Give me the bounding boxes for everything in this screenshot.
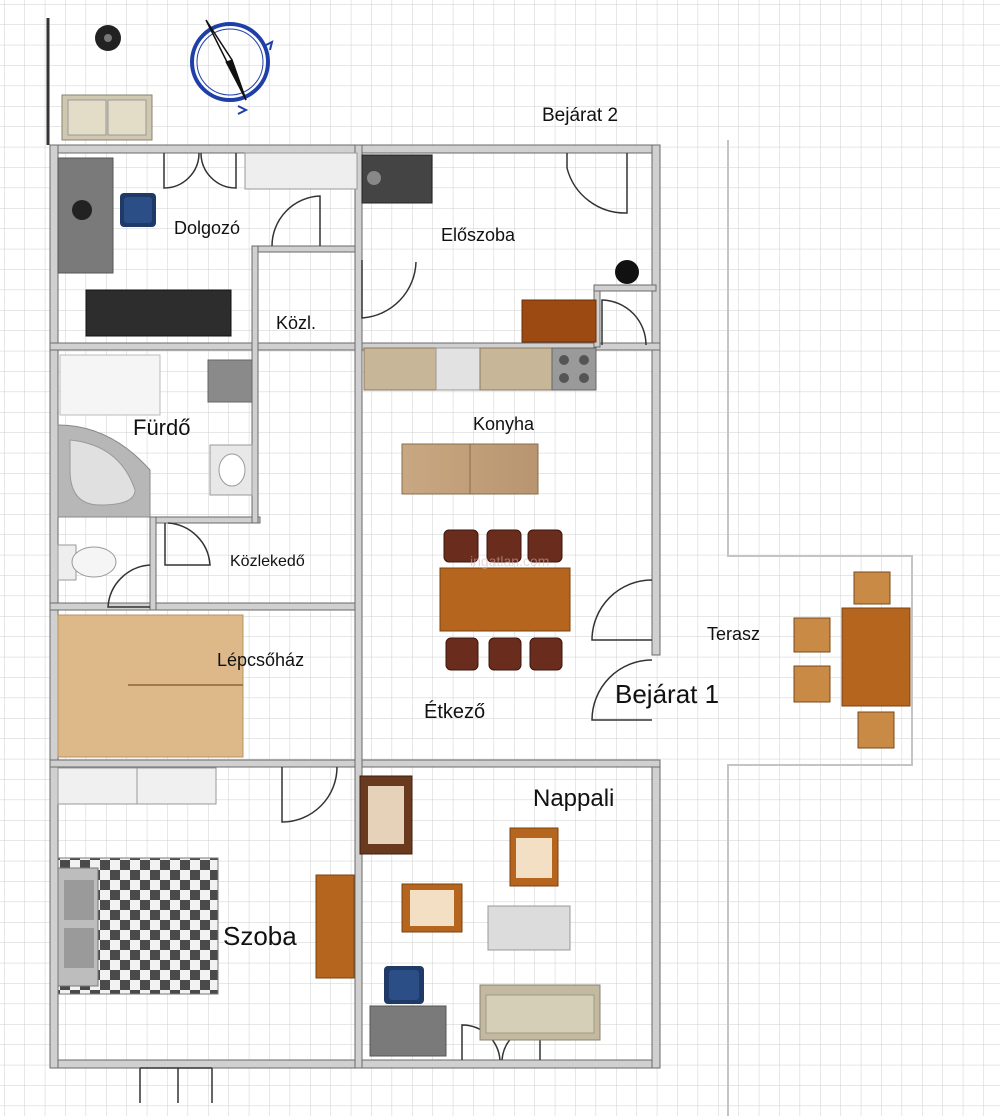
desk-nappali bbox=[369, 1005, 447, 1057]
wardrobe bbox=[85, 289, 232, 337]
dining-chairs bbox=[443, 529, 563, 671]
shelf bbox=[244, 152, 358, 190]
room-label-terasz: Terasz bbox=[707, 624, 760, 644]
room-label-kozlekedo: Közlekedő bbox=[230, 553, 305, 570]
outdoor-sofa bbox=[61, 94, 153, 141]
coffee-table bbox=[487, 905, 571, 951]
sink-icon bbox=[209, 444, 253, 496]
armchair-icon bbox=[509, 827, 559, 887]
terrace-outline bbox=[727, 140, 913, 1116]
armchair-2-icon bbox=[401, 883, 463, 933]
terrace-chairs bbox=[793, 571, 895, 749]
watermark: ingatlan.com bbox=[470, 553, 549, 569]
lamp-icon bbox=[72, 200, 92, 220]
office-chair-2-icon bbox=[384, 966, 424, 1004]
entrance-label-2: Bejárat 2 bbox=[542, 105, 618, 126]
compass-icon bbox=[190, 19, 274, 115]
bath-shelf bbox=[59, 354, 161, 416]
room-label-lepcsohaz: Lépcsőház bbox=[217, 650, 304, 670]
corner-bathtub-icon bbox=[57, 424, 151, 518]
dresser bbox=[315, 874, 355, 979]
room-label-etkezo: Étkező bbox=[424, 700, 485, 723]
sofa-icon bbox=[479, 984, 601, 1041]
room-label-furdo: Fürdő bbox=[133, 415, 190, 440]
entrance-label-1: Bejárat 1 bbox=[615, 679, 719, 709]
room-label-kozl: Közl. bbox=[276, 313, 316, 333]
terrace-table bbox=[841, 607, 911, 707]
room-label-szoba: Szoba bbox=[223, 921, 297, 951]
room-label-nappali: Nappali bbox=[533, 785, 614, 812]
boiler-icon bbox=[615, 260, 639, 284]
toilet-icon bbox=[57, 544, 117, 581]
dining-table bbox=[439, 567, 571, 632]
room-label-dolgozo: Dolgozó bbox=[174, 218, 240, 238]
walls bbox=[49, 144, 661, 1069]
shoe-cabinet bbox=[521, 299, 597, 343]
room-label-eloszoba: Előszoba bbox=[441, 225, 516, 245]
stove-burner-icon bbox=[367, 171, 381, 185]
door-swings bbox=[107, 152, 653, 1103]
washing-machine bbox=[207, 359, 253, 403]
armchair-corner-icon bbox=[359, 775, 413, 855]
office-chair-icon bbox=[120, 193, 156, 227]
kitchen-counter bbox=[363, 347, 597, 391]
room-label-konyha: Konyha bbox=[473, 414, 535, 434]
grill-knob-icon bbox=[104, 34, 112, 42]
bed-icon bbox=[57, 857, 219, 995]
